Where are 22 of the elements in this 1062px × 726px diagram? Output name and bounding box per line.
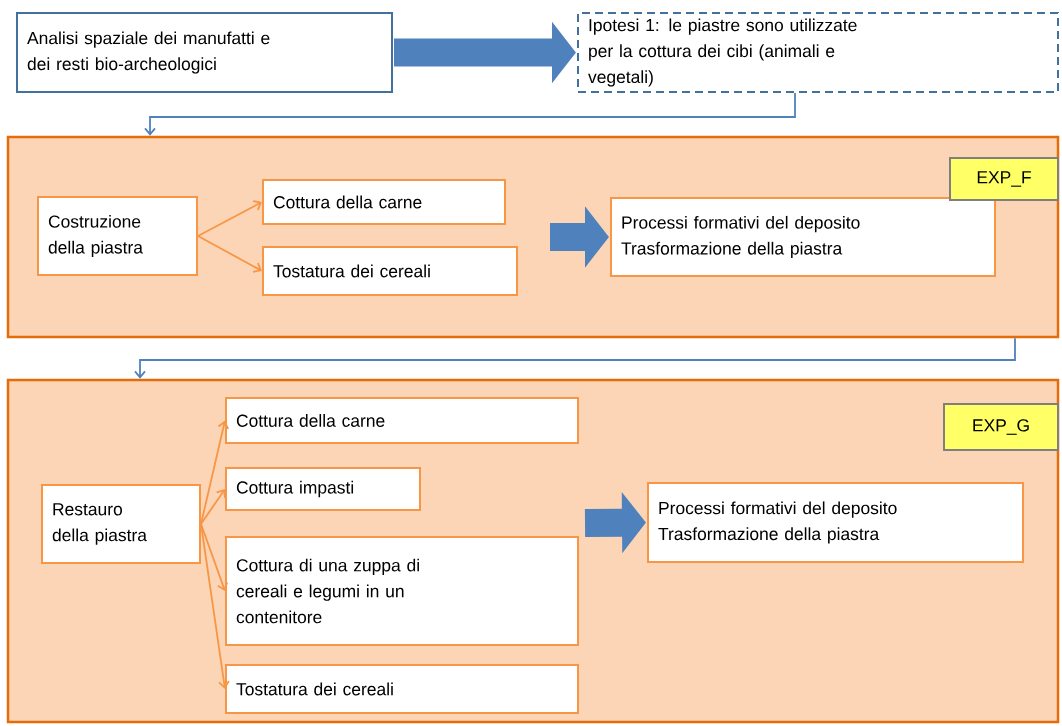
arrow	[200, 489, 226, 525]
arrow	[134, 337, 1016, 379]
process-box: Cottura della carne	[225, 397, 579, 444]
arrow	[197, 235, 262, 273]
process-box: Tostatura dei cereali	[225, 664, 579, 714]
process-box: Costruzione della piastra	[37, 196, 198, 276]
process-box: Restauro della piastra	[41, 484, 201, 564]
process-box: Cottura di una zuppa di cereali e legumi in un contenitore	[225, 536, 579, 646]
text-box: Analisi spaziale dei manufatti e dei resti bio-archeologici	[16, 12, 393, 93]
process-box: Tostatura dei cereali	[262, 246, 518, 296]
experiment-tag: EXP_G	[943, 403, 1059, 451]
hypothesis-box: Ipotesi 1: le piastre sono utilizzate per la cottura dei cibi (animali e vegetali)	[577, 12, 1059, 93]
process-box: Processi formativi del deposito Trasformazione della piastra	[647, 482, 1024, 563]
arrow	[197, 200, 262, 237]
arrow	[144, 92, 796, 136]
process-box: Cottura impasti	[225, 467, 421, 511]
process-box: Cottura della carne	[262, 179, 506, 225]
arrow	[200, 523, 230, 689]
experiment-tag: EXP_F	[949, 157, 1059, 201]
process-box: Processi formativi del deposito Trasformazione della piastra	[610, 197, 996, 277]
arrow	[200, 523, 229, 591]
arrow	[200, 420, 230, 525]
